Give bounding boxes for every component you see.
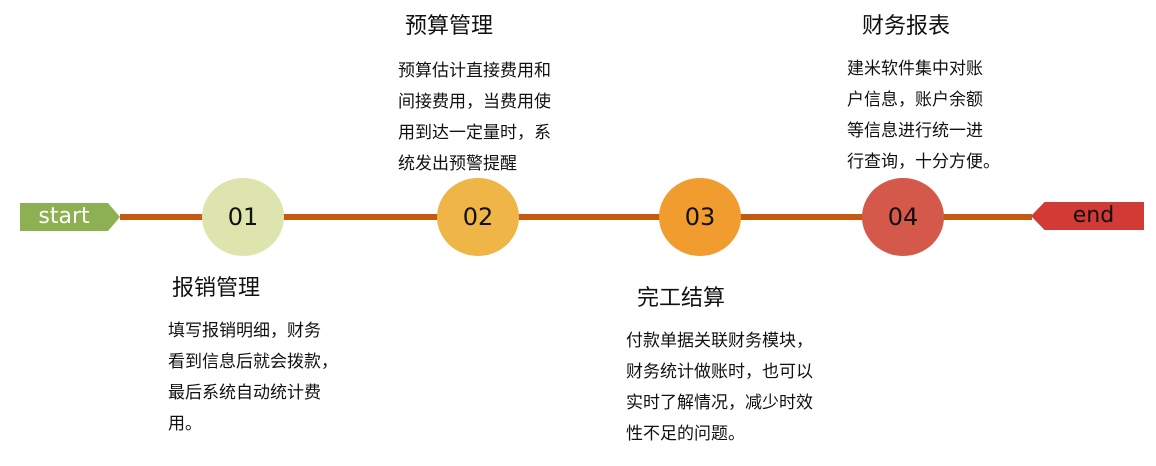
step-desc-01: 填写报销明细，财务 看到信息后就会拨款， 最后系统自动统计费 用。 xyxy=(168,316,338,440)
desc-line: 实时了解情况，减少时效 xyxy=(626,393,813,413)
step-title-04: 财务报表 xyxy=(862,14,951,39)
desc-line: 最后系统自动统计费 xyxy=(168,383,321,403)
start-tag: start xyxy=(20,203,120,231)
end-tag: end xyxy=(1031,202,1144,230)
desc-line: 填写报销明细，财务 xyxy=(168,321,321,341)
step-title-01: 报销管理 xyxy=(172,276,261,301)
desc-line: 财务统计做账时，也可以 xyxy=(626,362,813,382)
step-title-02: 预算管理 xyxy=(405,14,494,39)
step-circle-01: 01 xyxy=(202,178,284,256)
desc-line: 等信息进行统一进 xyxy=(847,121,983,141)
desc-line: 统发出预警提醒 xyxy=(398,154,517,174)
desc-line: 建米软件集中对账 xyxy=(847,59,983,79)
desc-line: 用。 xyxy=(168,414,202,434)
desc-line: 行查询，十分方便。 xyxy=(847,152,1000,172)
desc-line: 间接费用，当费用使 xyxy=(398,92,551,112)
step-desc-02: 预算估计直接费用和 间接费用，当费用使 用到达一定量时，系 统发出预警提醒 xyxy=(398,56,551,180)
desc-line: 户信息，账户余额 xyxy=(847,90,983,110)
desc-line: 预算估计直接费用和 xyxy=(398,61,551,81)
step-circle-03: 03 xyxy=(659,178,741,256)
step-desc-04: 建米软件集中对账 户信息，账户余额 等信息进行统一进 行查询，十分方便。 xyxy=(847,54,1000,178)
desc-line: 付款单据关联财务模块， xyxy=(626,331,813,351)
step-circle-02: 02 xyxy=(437,178,519,256)
step-circle-04: 04 xyxy=(862,178,944,256)
desc-line: 看到信息后就会拨款， xyxy=(168,352,338,372)
step-desc-03: 付款单据关联财务模块， 财务统计做账时，也可以 实时了解情况，减少时效 性不足的… xyxy=(626,326,813,450)
desc-line: 用到达一定量时，系 xyxy=(398,123,551,143)
timeline-line xyxy=(120,214,1032,220)
step-title-03: 完工结算 xyxy=(637,286,726,311)
desc-line: 性不足的问题。 xyxy=(626,424,745,444)
